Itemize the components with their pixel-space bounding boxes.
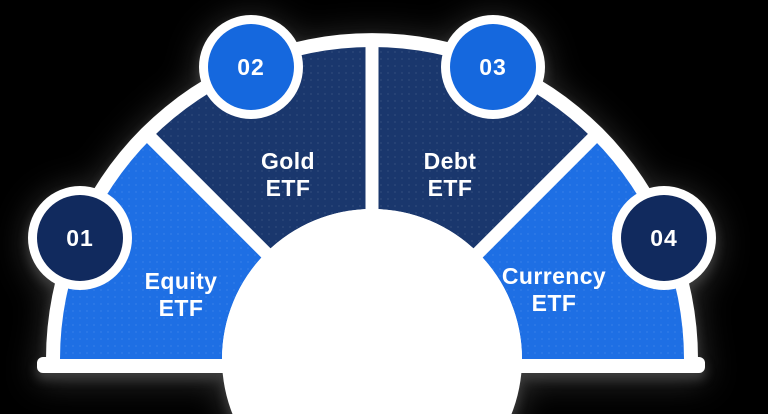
divider-equity-gold	[141, 128, 278, 265]
center-hole	[222, 209, 522, 414]
badge-number-02: 02	[237, 54, 265, 80]
badge-circle-01	[37, 195, 123, 281]
label-debt-line2: ETF	[428, 175, 473, 201]
label-debt-line1: Debt	[424, 148, 477, 174]
badge-number-03: 03	[479, 54, 507, 80]
badge-circle-03	[450, 24, 536, 110]
divider-debt-currency	[466, 128, 603, 265]
label-gold-line1: Gold	[261, 148, 315, 174]
label-gold-line2: ETF	[266, 175, 311, 201]
badge-number-01: 01	[66, 225, 94, 251]
label-equity-line2: ETF	[159, 295, 204, 321]
label-equity-line1: Equity	[145, 268, 218, 294]
label-currency-line1: Currency	[502, 263, 606, 289]
label-currency-line2: ETF	[532, 290, 577, 316]
diagram-group: 01 02 03 04 Equity ETF Gold ETF Debt ETF…	[28, 15, 716, 414]
badge-circle-02	[208, 24, 294, 110]
badge-circle-04	[621, 195, 707, 281]
badge-number-04: 04	[650, 225, 678, 251]
